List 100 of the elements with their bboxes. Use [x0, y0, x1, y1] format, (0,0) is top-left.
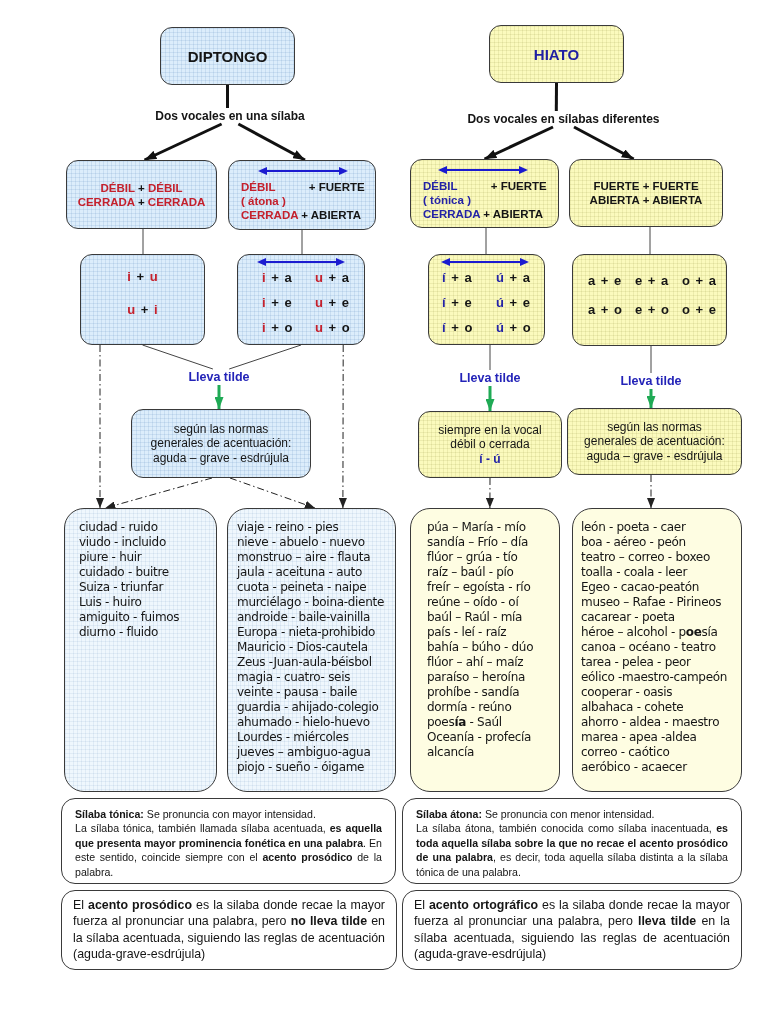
vowel-pair: u + i: [127, 302, 158, 318]
vowel-pair: i + o: [262, 320, 294, 336]
word-list-line: ahorro - aldea - maestro: [581, 715, 720, 730]
definition-box: [61, 890, 397, 970]
vowel-pair: ú + e: [496, 295, 532, 311]
note-box: [131, 409, 311, 478]
word-list-line: diurno - fluido: [79, 625, 159, 640]
word-list-line: androide - baile-vainilla: [237, 610, 371, 625]
note-text: aguda – grave - esdrújula: [152, 450, 290, 466]
definition-box: [402, 798, 742, 884]
word-list-line: Europa - nieta-prohibido: [237, 625, 376, 640]
connector-caption: Lleva tilde: [185, 369, 253, 385]
word-list-line: héroe – alcohol - poesía: [581, 625, 718, 640]
note-text: í - ú: [479, 451, 501, 467]
word-list-line: Zeus -Juan-aula-béisbol: [237, 655, 372, 670]
word-list-line: canoa – océano - teatro: [581, 640, 716, 655]
word-list-line: cooperar - oasis: [581, 685, 673, 700]
word-list-line: Lourdes - miércoles: [237, 730, 349, 745]
word-list-line: guardia - ahijado-colegio: [237, 700, 379, 715]
rule-text: CERRADA + CERRADA: [77, 194, 206, 209]
vowel-pair: ú + o: [496, 320, 532, 336]
rule-text: DÉBIL + FUERTE: [423, 179, 547, 193]
vowel-pair: í + a: [442, 270, 473, 286]
connector-caption: Dos vocales en una sílaba: [146, 108, 314, 124]
word-list-line: albahaca - cohete: [581, 700, 684, 715]
word-list-box: [572, 508, 742, 792]
rule-text: DÉBIL + DÉBIL: [100, 180, 183, 195]
word-list-line: eólico -maestro-campeón: [581, 670, 728, 685]
title-box: [489, 25, 624, 83]
word-list-line: amiguito - fuimos: [79, 610, 180, 625]
rule-text: FUERTE + FUERTE: [593, 179, 699, 193]
word-list-line: púa – María - mío: [427, 520, 526, 535]
word-list-line: ciudad - ruido: [79, 520, 158, 535]
title-text: HIATO: [533, 45, 580, 63]
note-text: aguda – grave - esdrújula: [586, 448, 723, 464]
word-list-line: piojo - sueño - óigame: [237, 760, 365, 775]
dashed-arrow: [96, 344, 104, 509]
dashed-arrow: [485, 477, 494, 509]
note-box: [567, 408, 742, 475]
dashed-arrow: [229, 477, 316, 509]
word-list-line: dormía - reúno: [427, 700, 512, 715]
word-list-line: bahía – búho - dúo: [427, 640, 534, 655]
vowel-box: [572, 254, 727, 346]
vowel-pair: ú + a: [496, 270, 532, 286]
definition-text: Sílaba tónica: Se pronuncia con mayor intensidad.: [75, 807, 317, 822]
word-list-line: magia - cuatro- seis: [237, 670, 351, 685]
rule-text: CERRADA + ABIERTA: [241, 208, 362, 222]
arrow: [485, 386, 495, 411]
note-text: según las normas generales de acentuación:: [149, 421, 293, 451]
vowel-box: [428, 254, 545, 345]
vowel-pair: u + a: [315, 270, 351, 286]
definition-text: Sílaba átona: Se pronuncia con menor intensidad.: [416, 807, 656, 822]
connector-line: [554, 83, 558, 111]
word-list-box: [64, 508, 217, 792]
word-list-line: jueves – ambiguo-agua: [237, 745, 371, 760]
arrow: [214, 385, 224, 409]
word-list-line: aeróbico - acaecer: [581, 760, 687, 775]
word-list-line: freír – egoísta - río: [427, 580, 531, 595]
connector-line: [649, 226, 651, 255]
word-list-line: flúor – grúa - tío: [427, 550, 518, 565]
arrow: [646, 389, 656, 408]
note-text: siempre en la vocal débil o cerrada: [437, 422, 543, 452]
vowel-pair: i + a: [262, 270, 293, 286]
word-list-line: cacarear - poeta: [581, 610, 675, 625]
vowel-pair: o + e: [682, 302, 718, 318]
word-list-line: cuota - peineta - naipe: [237, 580, 367, 595]
definition-text: La sílaba átona, también conocida como sílaba inacentuada, es toda aquella sílaba sobre la que no recae el acento prosódico de una palabra, es decir, toda aquella sílaba distinta a la sílaba tónica de una palabra.: [416, 821, 728, 880]
word-list-line: correo - caótico: [581, 745, 670, 760]
arrow: [237, 122, 306, 162]
word-list-line: boa - aéreo - peón: [581, 535, 686, 550]
vowel-pair: í + e: [442, 295, 473, 311]
arrow: [143, 122, 223, 162]
word-list-line: sandía – Frío – día: [427, 535, 529, 550]
connector-line: [485, 227, 487, 255]
vowel-box: [237, 254, 365, 345]
vowel-pair: í + o: [442, 320, 474, 336]
word-list-line: cuidado - buitre: [79, 565, 169, 580]
vowel-pair: u + e: [315, 295, 351, 311]
word-list-line: monstruo – aire - flauta: [237, 550, 371, 565]
word-list-box: [410, 508, 560, 792]
connector-line: [301, 229, 303, 255]
rule-text: DÉBIL + FUERTE: [241, 180, 365, 194]
connector-caption: Dos vocales en sílabas diferentes: [458, 111, 669, 127]
definition-text: La sílaba tónica, también llamada sílaba acentuada, es aquella que presenta mayor prominencia fonética en una palabra. En este sentido, coincide siempre con el acento prosódico de la palabra.: [75, 821, 382, 880]
rule-text: ABIERTA + ABIERTA: [589, 193, 703, 207]
word-list-line: paraíso – heroína: [427, 670, 525, 685]
word-list-line: Mauricio - Dios-cautela: [237, 640, 368, 655]
word-list-line: viaje - reino - pies: [237, 520, 339, 535]
vowel-box: [80, 254, 205, 345]
word-list-line: toalla - coala - leer: [581, 565, 688, 580]
vowel-pair: o + a: [682, 273, 718, 289]
word-list-line: veinte - pausa - baile: [237, 685, 358, 700]
connector-line: [142, 228, 144, 255]
rule-text: CERRADA + ABIERTA: [423, 207, 544, 221]
connector-line: [142, 344, 214, 370]
vowel-pair: e + o: [635, 302, 671, 318]
dashed-arrow: [647, 474, 655, 509]
definition-box: [402, 890, 742, 970]
word-list-line: murciélago - boina-diente: [237, 595, 384, 610]
word-list-line: baúl – Raúl - mía: [427, 610, 523, 625]
